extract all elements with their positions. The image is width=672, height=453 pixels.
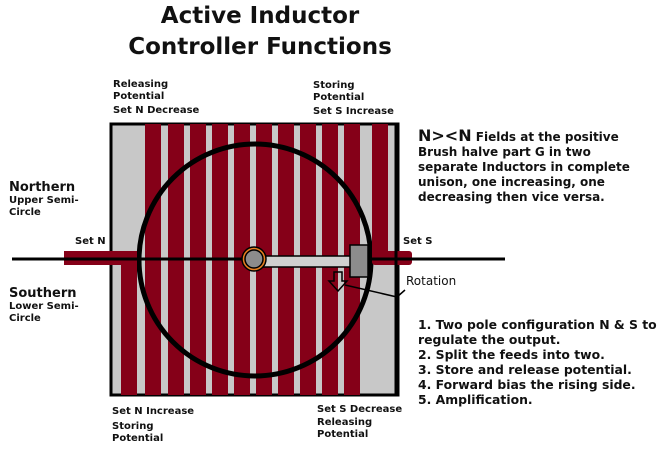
label-storing-top: Storing Potential — [313, 80, 365, 103]
pivot — [244, 249, 264, 269]
set-n-lower-leg — [121, 265, 137, 395]
rotation-leader — [344, 284, 406, 298]
list-item: 3. Store and release potential. — [418, 362, 632, 377]
title-line-2: Controller Functions — [128, 34, 392, 60]
label-releasing-bottom: Releasing Potential — [317, 417, 373, 440]
label-southern: Southern Lower Semi- Circle — [9, 286, 79, 324]
label-northern: Northern Upper Semi- Circle — [9, 180, 79, 218]
description: N><N Fields at the positive Brush halve … — [418, 128, 648, 205]
list-item: 1. Two pole configuration N & S to — [418, 317, 657, 332]
label-set-s: Set S — [403, 236, 433, 247]
brush — [349, 244, 369, 278]
functions-list: 1. Two pole configuration N & S to regul… — [418, 317, 657, 407]
set-s-upper-leg — [372, 124, 388, 254]
description-text: Fields at the positive Brush halve part … — [418, 130, 630, 204]
label-set-n-decrease: Set N Decrease — [113, 105, 200, 116]
label-set-s-decrease: Set S Decrease — [317, 404, 403, 415]
title-line-1: Active Inductor — [160, 3, 360, 29]
shaft — [254, 255, 356, 268]
label-releasing-top: Releasing Potential — [113, 79, 169, 102]
list-item: 4. Forward bias the rising side. — [418, 377, 636, 392]
description-lead: N><N — [418, 126, 472, 145]
rotation-arrow-icon — [327, 271, 349, 293]
label-set-s-increase: Set S Increase — [313, 106, 394, 117]
label-storing-bottom: Storing Potential — [112, 421, 164, 444]
list-item: 2. Split the feeds into two. — [418, 347, 605, 362]
label-set-n-increase: Set N Increase — [112, 406, 195, 417]
label-rotation: Rotation — [406, 274, 457, 288]
label-set-n: Set N — [75, 236, 106, 247]
list-item: 5. Amplification. — [418, 392, 533, 407]
list-item: regulate the output. — [418, 332, 561, 347]
